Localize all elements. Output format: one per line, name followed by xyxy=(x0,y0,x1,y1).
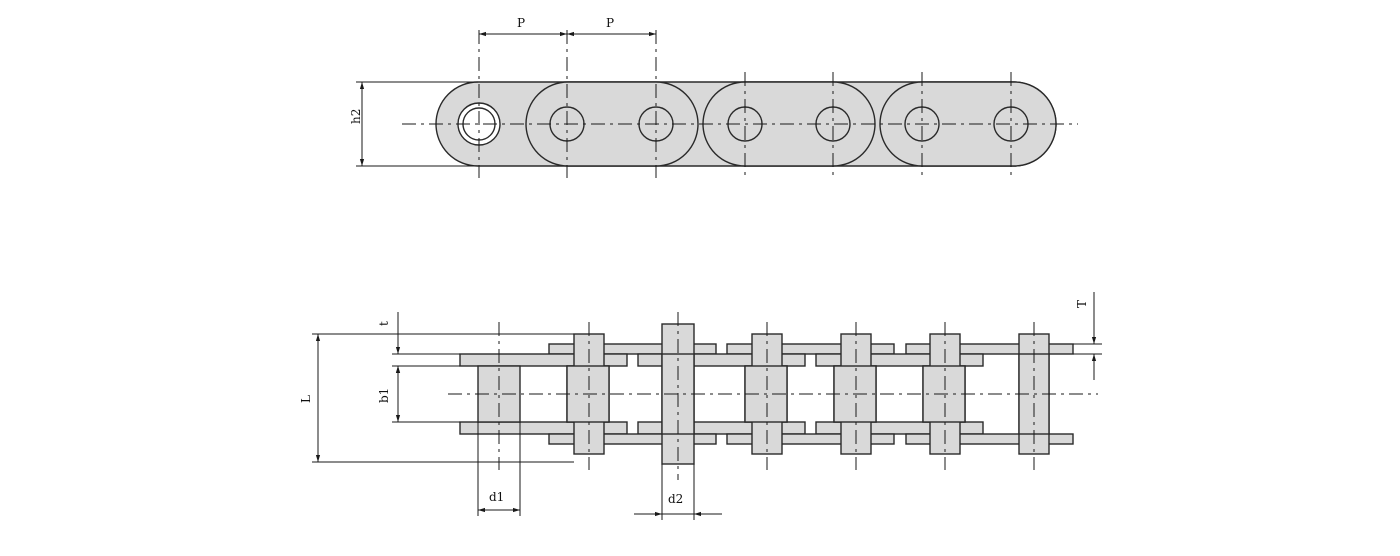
plan-view: L t b1 d1 d2 T xyxy=(299,292,1102,520)
side-view: P P h2 xyxy=(349,16,1078,178)
outer-plate-bottom xyxy=(905,433,1074,445)
outer-plate-top xyxy=(548,343,717,355)
outer-plate-top xyxy=(905,343,1074,355)
d2-label: d2 xyxy=(668,492,683,506)
t-label: t xyxy=(377,321,391,326)
T-label: T xyxy=(1075,300,1089,308)
pin-centerlines xyxy=(498,312,1035,480)
pitch-label: P xyxy=(517,16,525,30)
d1-label: d1 xyxy=(489,490,504,504)
b1-label: b1 xyxy=(377,388,391,403)
L-label: L xyxy=(299,395,313,403)
outer-plate-top xyxy=(726,343,895,355)
pitch-centerlines xyxy=(478,30,1012,178)
h2-label: h2 xyxy=(349,109,363,124)
pitch-label: P xyxy=(606,16,614,30)
outer-plate-bottom xyxy=(726,433,895,445)
outer-plate-bottom xyxy=(548,433,717,445)
